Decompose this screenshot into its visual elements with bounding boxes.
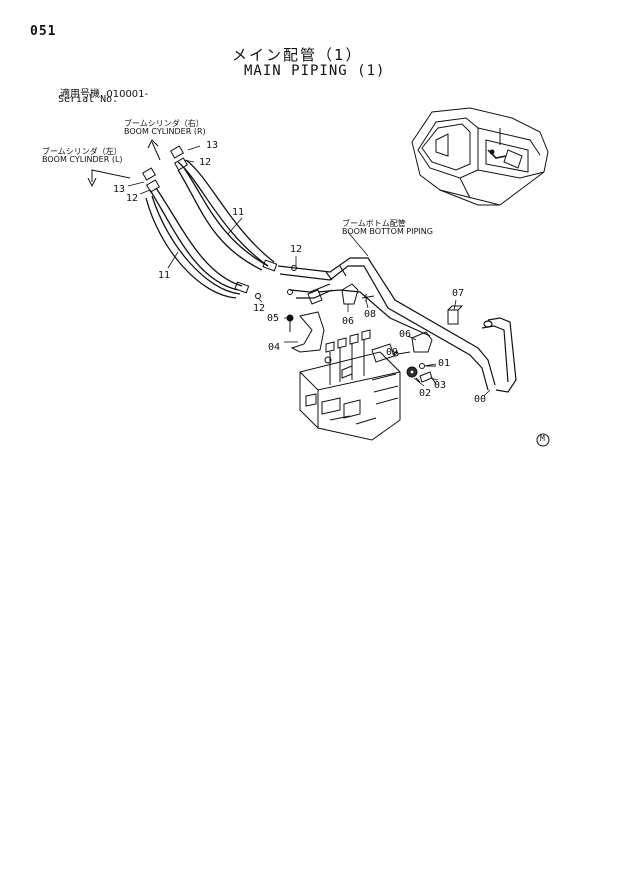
- mark-circle: [536, 433, 550, 447]
- adapter-parts: [406, 363, 437, 385]
- part-number-06: 06: [399, 329, 412, 340]
- part-number-11: 11: [158, 270, 171, 281]
- page-title-jp: メイン配管（1）: [232, 46, 363, 64]
- page-title-en: MAIN PIPING (1): [244, 63, 386, 79]
- part-number-01: 01: [438, 358, 451, 369]
- serial-label-en: Serial No.: [58, 94, 119, 105]
- serial-label-jp-text: 適用号機: [60, 89, 100, 100]
- part-number-09: 09: [386, 347, 399, 358]
- serial-label-jp: 適用号機 010001-: [60, 85, 148, 100]
- part-number-00: 00: [474, 394, 487, 405]
- boom-bottom-piping-label-en: BOOM BOTTOM PIPING: [342, 227, 433, 236]
- hoses: [145, 159, 275, 299]
- part-number-02: 02: [419, 388, 432, 399]
- part-number-05: 05: [267, 313, 280, 324]
- part-number-03: 03: [434, 380, 447, 391]
- boom-cylinder-left-label-jp: ブームシリンダ（左）: [42, 147, 122, 156]
- boom-cylinder-right-label-en: BOOM CYLINDER (R): [124, 127, 206, 136]
- part-number-04: 04: [268, 342, 281, 353]
- part-number-13: 13: [206, 140, 219, 151]
- part-number-06: 06: [342, 316, 355, 327]
- part-number-12: 12: [290, 244, 303, 255]
- serial-value: 010001-: [106, 89, 149, 100]
- boom-bottom-piping-label-jp: ブームボトム配管: [342, 219, 406, 228]
- part-number-11: 11: [232, 207, 245, 218]
- mark-letter: M: [540, 434, 545, 443]
- boom-cylinder-arrows: [87, 139, 161, 188]
- part-number-12: 12: [253, 303, 266, 314]
- part-number-07: 07: [452, 288, 465, 299]
- boom-cylinder-right-label-jp: ブームシリンダ（右）: [124, 119, 204, 128]
- boom-bottom-piping: [277, 257, 517, 393]
- excavator-key-illustration: [411, 107, 549, 206]
- part-number-08: 08: [364, 309, 377, 320]
- clamps-brackets: [286, 283, 464, 357]
- boom-cylinder-left-label-en: BOOM CYLINDER (L): [42, 155, 123, 164]
- part-number-12: 12: [199, 157, 212, 168]
- page-number: 051: [30, 24, 57, 39]
- part-number-13: 13: [113, 184, 126, 195]
- control-valve: [299, 329, 401, 441]
- part-number-12: 12: [126, 193, 139, 204]
- leader-lines: [127, 145, 491, 397]
